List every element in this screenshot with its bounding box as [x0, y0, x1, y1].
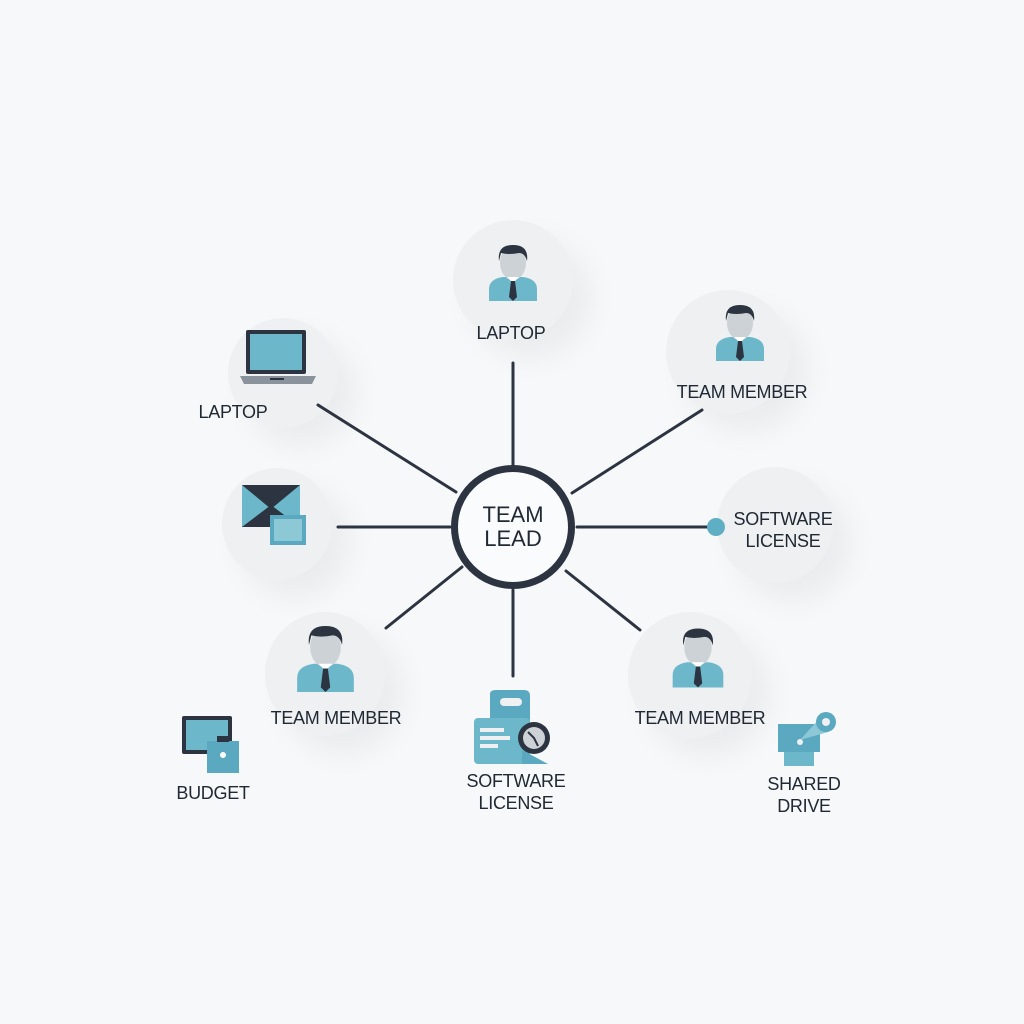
connector-upper-right: [570, 408, 704, 495]
node-label-budget: BUDGET: [176, 783, 250, 803]
license-icon: [474, 690, 550, 764]
dot-icon: [707, 518, 725, 536]
node-label-top: LAPTOP: [476, 323, 546, 343]
team-lead-node[interactable]: TEAM LEAD: [451, 465, 575, 589]
node-label-bottom-line2: LICENSE: [478, 793, 554, 813]
node-label-shared-drive-line1: SHARED: [767, 774, 841, 794]
node-label-right: SOFTWARE LICENSE: [734, 508, 833, 552]
node-label-right-line2: LICENSE: [745, 531, 821, 551]
connector-upper-left: [316, 403, 458, 494]
shared-drive-icon: [778, 712, 836, 766]
node-label-shared-drive-line2: DRIVE: [777, 796, 831, 816]
laptop-icon: [240, 330, 316, 384]
node-label-upper-left: LAPTOP: [198, 402, 268, 422]
node-bg-right: [717, 467, 833, 583]
node-label-bottom: SOFTWARE LICENSE: [467, 770, 566, 814]
team-lead-label-line2: LEAD: [484, 526, 542, 551]
team-lead-label-line1: TEAM: [482, 502, 544, 527]
node-label-shared-drive: SHARED DRIVE: [767, 773, 841, 817]
connector-lower-right: [564, 569, 642, 632]
node-label-bottom-line1: SOFTWARE: [466, 771, 566, 791]
person-icon: [297, 625, 354, 693]
person-icon: [716, 305, 764, 361]
person-icon: [489, 245, 537, 301]
email-icon: [242, 485, 306, 545]
node-label-upper-right: TEAM MEMBER: [676, 382, 808, 402]
connector-lower-left: [384, 565, 464, 630]
person-icon: [672, 628, 724, 688]
node-label-lower-left: TEAM MEMBER: [270, 708, 402, 728]
node-label-right-line1: SOFTWARE: [733, 509, 833, 529]
budget-icon: [182, 716, 239, 773]
node-label-lower-right: TEAM MEMBER: [634, 708, 766, 728]
